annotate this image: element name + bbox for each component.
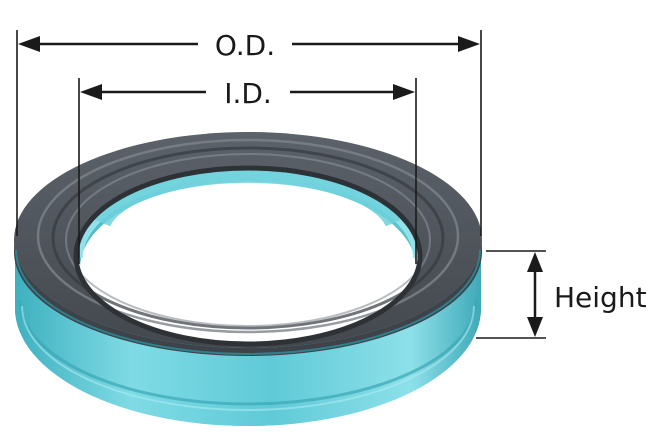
od-arrow-right-icon — [458, 36, 480, 52]
id-arrow-right-icon — [393, 84, 415, 100]
seal-top-lip — [14, 132, 482, 356]
od-dimension: O.D. — [18, 29, 480, 62]
height-arrow-up-icon — [527, 252, 543, 272]
id-arrow-left-icon — [80, 84, 102, 100]
height-arrow-down-icon — [527, 317, 543, 337]
height-label: Height — [554, 281, 647, 314]
height-dimension: Height — [527, 252, 647, 337]
od-label: O.D. — [215, 29, 275, 62]
extension-lines — [16, 30, 546, 339]
id-label: I.D. — [224, 77, 272, 110]
id-dimension: I.D. — [80, 77, 415, 110]
od-arrow-left-icon — [18, 36, 40, 52]
seal-ring — [14, 132, 482, 426]
